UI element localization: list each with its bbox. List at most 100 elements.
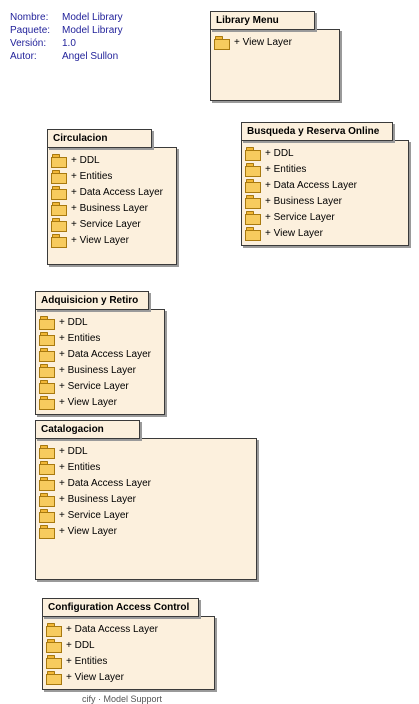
folder-icon [214,35,230,50]
package-item[interactable]: + View Layer [211,34,339,50]
folder-icon [46,622,62,637]
package-body: + View Layer [210,29,340,101]
package-body: + Data Access Layer+ DDL + Entities + View… [42,616,215,690]
package-item[interactable]: + Service Layer [242,209,408,225]
package-item[interactable]: + Entities [36,330,164,346]
package-item[interactable]: + View Layer [36,394,164,410]
package-item-label: + Entities [59,332,101,344]
package-item[interactable]: + Business Layer [36,491,256,507]
package-item-label: + View Layer [234,36,292,48]
folder-icon [39,460,55,475]
meta-key: Nombre: [10,12,49,23]
package-item-label: + Business Layer [59,364,136,376]
package-item-label: + View Layer [59,396,117,408]
package-item[interactable]: + View Layer [48,232,176,248]
package-item[interactable]: + Entities [36,459,256,475]
folder-icon [39,347,55,362]
folder-icon [51,185,67,200]
package-item-label: + View Layer [265,227,323,239]
folder-icon [39,492,55,507]
meta-value: Model Library [62,12,123,23]
package-item[interactable]: + DDL [242,145,408,161]
package-item-label: + DDL [71,154,100,166]
package-item[interactable]: + Service Layer [36,507,256,523]
folder-icon [51,233,67,248]
package-item-label: + DDL [59,316,88,328]
folder-icon [245,146,261,161]
package-item-label: + Data Access Layer [265,179,357,191]
meta-row-package: Paquete: Model Library [10,24,123,37]
package-item[interactable]: + View Layer [242,225,408,241]
package-item[interactable]: + Data Access Layer [36,346,164,362]
folder-icon [39,379,55,394]
folder-icon [46,638,62,653]
package-item[interactable]: + Entities [48,168,176,184]
package-title: Configuration Access Control [42,598,199,617]
package-item[interactable]: + Data Access Layer [43,621,214,637]
package-item-label: + Data Access Layer [71,186,163,198]
meta-key: Versión: [10,38,47,49]
meta-row-name: Nombre: Model Library [10,11,123,24]
package-item-label: + Data Access Layer [59,348,151,360]
folder-icon [245,178,261,193]
folder-icon [51,169,67,184]
meta-key: Paquete: [10,25,51,36]
package-item[interactable]: + DDL [43,637,214,653]
package-item[interactable]: + Business Layer [36,362,164,378]
meta-value: Model Library [62,25,123,36]
package-item-label: + Entities [71,170,113,182]
package-item-label: + Entities [265,163,307,175]
folder-icon [46,670,62,685]
folder-icon [245,210,261,225]
package-title: Circulacion [47,129,152,148]
package-item[interactable]: + Entities [43,653,214,669]
package-item-label: + Service Layer [59,380,129,392]
folder-icon [245,194,261,209]
footer-text: cify · Model Support [82,694,163,704]
package-item[interactable]: + Service Layer [36,378,164,394]
package-item[interactable]: + DDL [36,443,256,459]
package-item[interactable]: + Data Access Layer [242,177,408,193]
package-item[interactable]: + Service Layer [48,216,176,232]
package-item[interactable]: + DDL [48,152,176,168]
package-body: + DDL + Entities+ Data Access Layer+ Busi… [35,438,257,580]
folder-icon [51,153,67,168]
package-item-label: + DDL [59,445,88,457]
package-item[interactable]: + View Layer [43,669,214,685]
package-item[interactable]: + DDL [36,314,164,330]
model-metadata: Nombre: Model Library Paquete: Model Lib… [10,11,123,63]
folder-icon [39,331,55,346]
package-item[interactable]: + View Layer [36,523,256,539]
package-item-label: + DDL [265,147,294,159]
package-item-label: + View Layer [66,671,124,683]
package-title: Library Menu [210,11,315,30]
package-item[interactable]: + Data Access Layer [36,475,256,491]
meta-key: Autor: [10,51,37,62]
folder-icon [245,226,261,241]
package-item-label: + Entities [66,655,108,667]
folder-icon [245,162,261,177]
meta-row-author: Autor: Angel Sullon [10,50,123,63]
package-item[interactable]: + Business Layer [48,200,176,216]
package-title: Catalogacion [35,420,140,439]
package-item-label: + Business Layer [265,195,342,207]
folder-icon [39,444,55,459]
package-item-label: + View Layer [59,525,117,537]
folder-icon [39,395,55,410]
package-item[interactable]: + Entities [242,161,408,177]
package-title: Busqueda y Reserva Online [241,122,393,141]
folder-icon [51,217,67,232]
package-item[interactable]: + Data Access Layer [48,184,176,200]
package-body: + DDL + Entities + Data Access Layer + Busi… [47,147,177,265]
package-body: + DDL + Entities + Data Access Layer + Busi… [35,309,165,415]
package-item-label: + Service Layer [59,509,129,521]
folder-icon [39,363,55,378]
package-body: + DDL + Entities + Data Access Layer + Busi… [241,140,409,246]
package-item[interactable]: + Business Layer [242,193,408,209]
package-item-label: + Service Layer [265,211,335,223]
package-title: Adquisicion y Retiro [35,291,149,310]
folder-icon [51,201,67,216]
package-item-label: + Service Layer [71,218,141,230]
folder-icon [39,315,55,330]
folder-icon [39,476,55,491]
